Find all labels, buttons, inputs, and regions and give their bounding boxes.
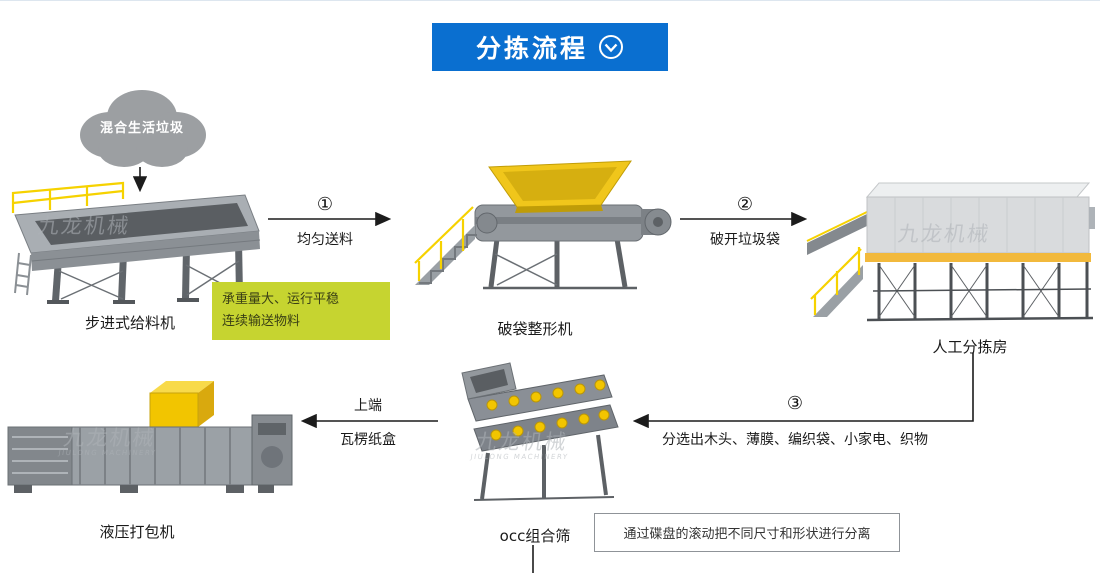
- feeder-note-line1: 承重量大、运行平稳: [222, 292, 340, 307]
- feeder-illustration: [5, 181, 270, 309]
- baler-illustration: [0, 377, 295, 515]
- step2-label: 破开垃圾袋: [710, 232, 780, 248]
- brand-watermark: 九龙机械 JIULONG MACHINERY: [469, 430, 570, 462]
- transfer-bottom-label: 瓦楞纸盒: [340, 432, 396, 448]
- chevron-down-circle-icon: [598, 34, 624, 60]
- sorting-room-illustration: [805, 167, 1095, 337]
- sorting-room-label: 人工分拣房: [932, 338, 1008, 356]
- cloud-label: 混合生活垃圾: [99, 121, 184, 136]
- bag-breaker-illustration: [405, 159, 675, 299]
- occ-screen-label: occ组合筛: [499, 527, 571, 545]
- cloud-shape: [80, 90, 206, 167]
- baler-label: 液压打包机: [99, 523, 175, 541]
- step1-number: ①: [316, 194, 334, 215]
- step3-label: 分选出木头、薄膜、编织袋、小家电、织物: [662, 432, 928, 448]
- bag-breaker-label: 破袋整形机: [497, 320, 573, 338]
- feeder-label: 步进式给料机: [84, 314, 175, 332]
- bottom-note: 通过碟盘的滚动把不同尺寸和形状进行分离: [594, 513, 900, 552]
- occ-screen-illustration: [448, 357, 628, 517]
- banner: 分拣流程: [432, 23, 668, 71]
- brand-watermark: 九龙机械 JIULONG MACHINERY: [57, 426, 158, 458]
- brand-watermark: 九龙机械: [36, 214, 132, 238]
- step3-number: ③: [786, 393, 804, 414]
- page-title: 分拣流程: [475, 34, 588, 63]
- source-cloud: 混合生活垃圾: [68, 83, 216, 175]
- feeder-note: 承重量大、运行平稳 连续输送物料: [212, 282, 390, 341]
- brand-watermark: 九龙机械: [896, 222, 992, 246]
- step1-label: 均匀送料: [297, 232, 353, 248]
- transfer-top-label: 上端: [354, 398, 382, 414]
- step2-number: ②: [736, 194, 754, 215]
- feeder-note-line2: 连续输送物料: [222, 314, 301, 330]
